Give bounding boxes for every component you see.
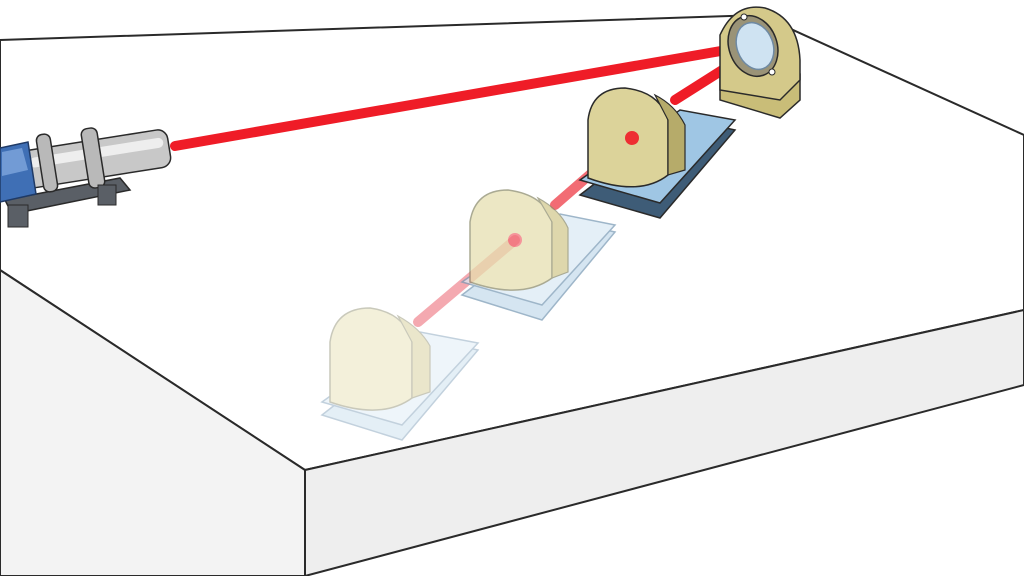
mirror-mount-icon — [719, 6, 801, 119]
beam-screen-icon — [320, 307, 480, 441]
laser-emitter-icon — [0, 127, 172, 228]
beam-screen-icon — [460, 189, 617, 321]
laser-beam-main — [170, 43, 743, 151]
beam-screen-icon — [578, 87, 737, 219]
table-left-side — [0, 268, 306, 576]
